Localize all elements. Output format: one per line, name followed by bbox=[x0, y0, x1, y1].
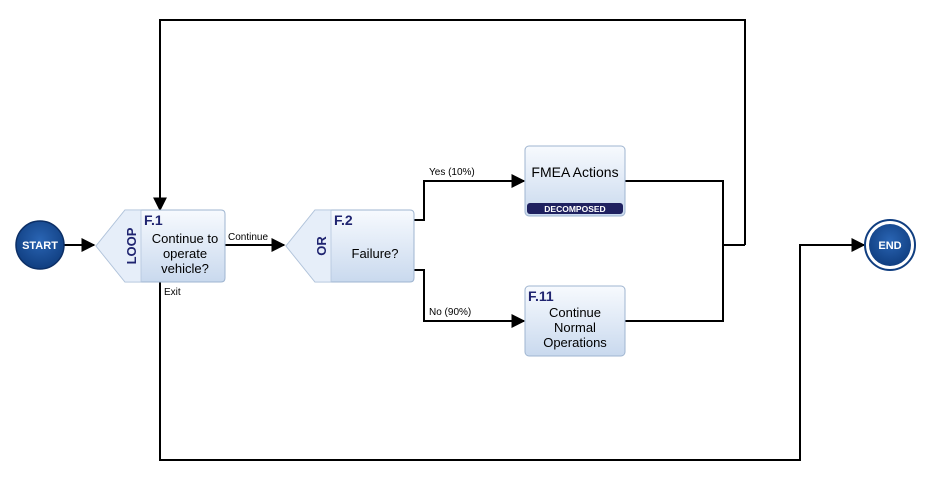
f11-id: F.11 bbox=[528, 288, 554, 304]
edge-loop-back bbox=[153, 19, 746, 245]
edge-f2-to-fmea bbox=[414, 174, 526, 221]
edge-f2-to-f11 bbox=[414, 269, 526, 328]
fmea-actions-node[interactable]: FMEA Actions DECOMPOSED bbox=[524, 145, 626, 217]
decomposed-badge-label: DECOMPOSED bbox=[544, 204, 605, 214]
end-label: END bbox=[878, 240, 901, 252]
f2-text-line-1: Failure? bbox=[352, 246, 399, 261]
decomposed-badge bbox=[527, 203, 623, 214]
edge-fmea-merge bbox=[625, 180, 745, 246]
f11-text-line-2: Normal bbox=[554, 320, 596, 335]
start-label: START bbox=[22, 240, 58, 252]
f1-text-line-2: operate bbox=[163, 246, 207, 261]
f2-construct-label: OR bbox=[314, 236, 329, 256]
edge-label-continue: Continue bbox=[228, 232, 268, 243]
f11-text-line-3: Operations bbox=[543, 335, 607, 350]
edge-f11-merge bbox=[625, 245, 724, 322]
f11-node[interactable]: F.11 Continue Normal Operations bbox=[524, 285, 626, 357]
edge-exit-to-end bbox=[159, 238, 866, 461]
f2-id: F.2 bbox=[334, 212, 353, 228]
f1-construct-label: LOOP bbox=[124, 227, 139, 264]
f1-loop-node[interactable]: LOOP F.1 Continue to operate vehicle? bbox=[95, 209, 226, 283]
end-node[interactable]: END bbox=[864, 219, 916, 271]
edge-label-no: No (90%) bbox=[429, 307, 471, 318]
f11-text-line-1: Continue bbox=[549, 305, 601, 320]
f1-text-line-1: Continue to bbox=[152, 231, 219, 246]
edge-label-exit: Exit bbox=[164, 287, 181, 298]
start-node[interactable]: START bbox=[15, 220, 65, 270]
f2-or-node[interactable]: OR F.2 Failure? bbox=[285, 209, 415, 283]
edge-label-yes: Yes (10%) bbox=[429, 167, 475, 178]
fmea-text-line-1: FMEA Actions bbox=[531, 164, 618, 180]
f1-text-line-3: vehicle? bbox=[161, 261, 209, 276]
f1-id: F.1 bbox=[144, 212, 163, 228]
